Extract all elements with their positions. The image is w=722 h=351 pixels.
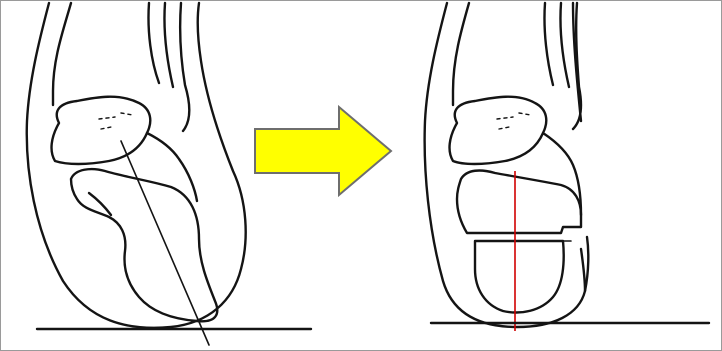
- calcaneus-fragment: [475, 241, 564, 312]
- fibula: [560, 3, 581, 129]
- skin-outline: [27, 3, 246, 328]
- posterior-contour: [147, 133, 197, 201]
- calcaneus: [457, 171, 581, 233]
- tibia: [53, 3, 159, 105]
- fibula: [164, 3, 189, 131]
- talus: [450, 97, 547, 164]
- talus-detail: [497, 113, 531, 129]
- talus-detail: [99, 113, 133, 129]
- talus: [52, 97, 151, 164]
- posterior-contour: [543, 133, 581, 215]
- panel-after: [357, 1, 721, 350]
- tibia: [453, 3, 553, 105]
- skin-outline-posterior: [573, 3, 585, 291]
- ankle-drawing-after: [357, 1, 721, 350]
